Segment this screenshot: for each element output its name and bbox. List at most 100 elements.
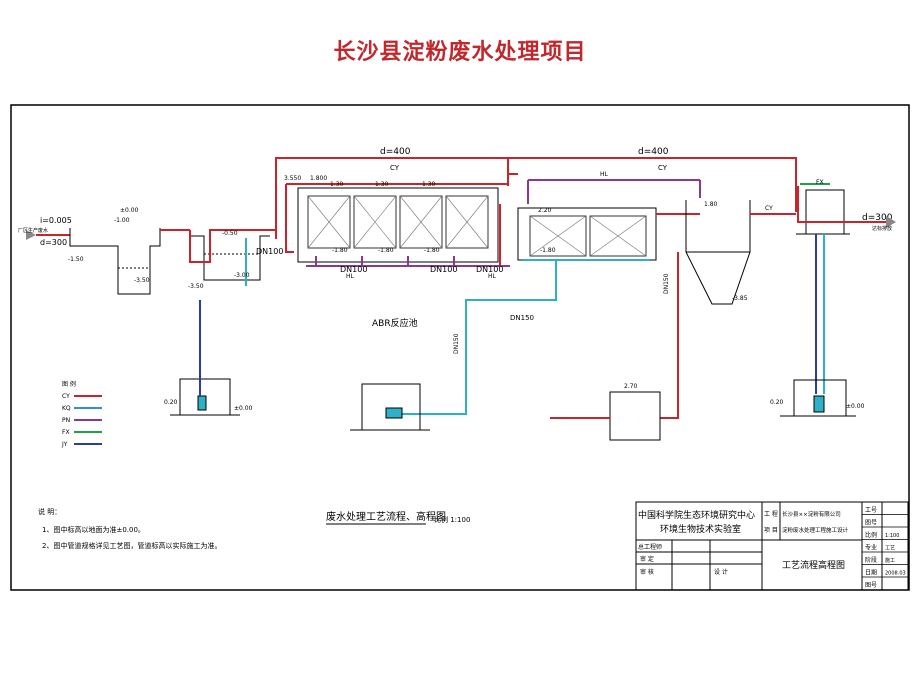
legend-code-fx: FX (62, 429, 70, 436)
tb-client-1: 长沙县××淀粉有限公司 (782, 510, 841, 518)
drawing-sheet: d=400 CY d=400 CY i=0.005 d=300 厂区生产废水 -… (10, 104, 910, 591)
process-diagram: d=400 CY d=400 CY i=0.005 d=300 厂区生产废水 -… (10, 104, 910, 591)
tb-right-label: 比例 (865, 531, 877, 539)
dim-dn100-c: DN100 (430, 265, 457, 274)
tag-hl-3: HL (600, 171, 609, 178)
tb-r3a: 审 核 (640, 568, 654, 576)
dim-dn150-c: DN150 (663, 273, 670, 294)
elev-e9: 1.800 (310, 175, 327, 182)
note-1: 1、图中标高以地面为准±0.00。 (42, 525, 145, 534)
dim-d400-right: d=400 (638, 147, 669, 157)
legend-code-cy: CY (62, 393, 70, 400)
elev-e11: 1.30 (375, 181, 389, 188)
elev-e19: -3.85 (732, 295, 748, 302)
sheet-border (10, 104, 910, 591)
abr-tank (297, 187, 499, 263)
inflow-arrow (26, 230, 70, 240)
feed-lines (160, 229, 277, 286)
tb-r1a: 总工程师 (638, 543, 662, 551)
outflow-arrow (886, 216, 896, 228)
bio-contact-tank (517, 207, 657, 261)
sludge-tank (550, 391, 661, 441)
tb-r2a: 审 定 (640, 555, 654, 563)
legend: 图 例 CY KQ PN FX JY (61, 380, 102, 448)
elev-e5: -0.50 (222, 230, 238, 237)
elev-e1: -1.00 (114, 217, 130, 224)
elev-e23: ±0.00 (846, 403, 865, 410)
outflow-pipes (797, 183, 886, 394)
dim-dn100-d: DN100 (476, 265, 503, 274)
tb-client-2: 淀粉废水处理工程施工设计 (782, 526, 849, 534)
clarifier-pipes (660, 213, 796, 419)
org-line-2: 环境生物技术实验室 (660, 523, 741, 535)
tag-cy-3: CY (765, 205, 773, 212)
elev-e13: -1.80 (332, 247, 348, 254)
notes-title: 说 明： (38, 507, 61, 516)
legend-title: 图 例 (62, 380, 76, 388)
pump-sump (190, 235, 270, 281)
dim-d300-left: d=300 (40, 238, 67, 247)
dim-dn100-a: DN100 (256, 247, 283, 256)
org-line-1: 中国科学院生态环境研究中心 (638, 509, 755, 521)
bio-pipes (390, 179, 701, 415)
tb-right-value: 工艺 (885, 546, 895, 552)
disinfection-unit (796, 189, 850, 235)
tag-fx: FX (816, 179, 824, 186)
pump-house-right (780, 379, 856, 417)
elev-e16: 2.20 (538, 207, 552, 214)
label-abr: ABR反应池 (372, 317, 418, 329)
blower-house (350, 383, 430, 431)
sheet-scale: 比例 1:100 (434, 515, 470, 524)
sheet-caption: 废水处理工艺流程、高程图 (326, 510, 446, 523)
label-inflow: 厂区生产废水 (18, 227, 48, 234)
elev-e18: 1.80 (704, 201, 718, 208)
tb-right-label: 图号 (865, 582, 877, 589)
tb-right-value: 1:100 (885, 533, 899, 539)
tag-hl-1: HL (346, 273, 355, 280)
note-2: 2、图中管道规格详见工艺图，管道标高以实际施工为准。 (42, 541, 221, 550)
elev-e2: -1.50 (68, 256, 84, 263)
elev-e20: 2.70 (624, 383, 638, 390)
tb-project-item: 项 目 (764, 527, 778, 534)
elev-e21: 0.20 (164, 399, 178, 406)
screen-tank (69, 228, 161, 295)
label-outflow: 达标排放 (872, 225, 892, 232)
tb-right-value: 2008.03 (885, 571, 906, 577)
dim-dn150-b: DN150 (453, 333, 460, 354)
tb-right-label: 工号 (865, 507, 877, 514)
tb-right-label: 专业 (865, 544, 877, 552)
tb-right-label: 图号 (865, 520, 877, 527)
tb-right-value: 施工 (885, 557, 895, 564)
elev-e6: -3.00 (234, 272, 250, 279)
dim-d300-right: d=300 (862, 213, 893, 223)
clarifier (685, 200, 751, 305)
elev-e7: -3.50 (188, 283, 204, 290)
dim-dn100-b: DN100 (340, 265, 367, 274)
dim-dn150-a: DN150 (510, 314, 534, 322)
pump-house-left (170, 300, 240, 416)
elev-e4: ±0.00 (120, 207, 139, 214)
elev-e24: 0.20 (770, 399, 784, 406)
elev-e14: -1.80 (378, 247, 394, 254)
dim-d400-left: d=400 (380, 147, 411, 157)
tb-right-label: 日期 (865, 569, 877, 577)
elev-e10: 1.30 (330, 181, 344, 188)
tag-cy-1: CY (390, 164, 400, 172)
abr-pipes (285, 183, 510, 267)
tb-project-k: 工 程 (764, 510, 778, 518)
drawing-name: 工艺流程高程图 (782, 559, 845, 571)
page-title: 长沙县淀粉废水处理项目 (333, 40, 587, 65)
legend-code-pn: PN (62, 417, 70, 424)
tb-right-label: 阶段 (865, 556, 877, 564)
tag-cy-2: CY (658, 164, 668, 172)
legend-code-jy: JY (61, 441, 68, 448)
legend-code-kq: KQ (62, 405, 71, 412)
title-block (635, 501, 909, 591)
cy-main-line (275, 157, 797, 239)
elev-e8: 3.550 (284, 175, 301, 182)
dim-slope: i=0.005 (40, 216, 72, 225)
elev-e15: -1.80 (424, 247, 440, 254)
tb-r3b: 设 计 (714, 568, 728, 576)
elev-e3: -3.50 (134, 277, 150, 284)
elev-e22: ±0.00 (234, 405, 253, 412)
